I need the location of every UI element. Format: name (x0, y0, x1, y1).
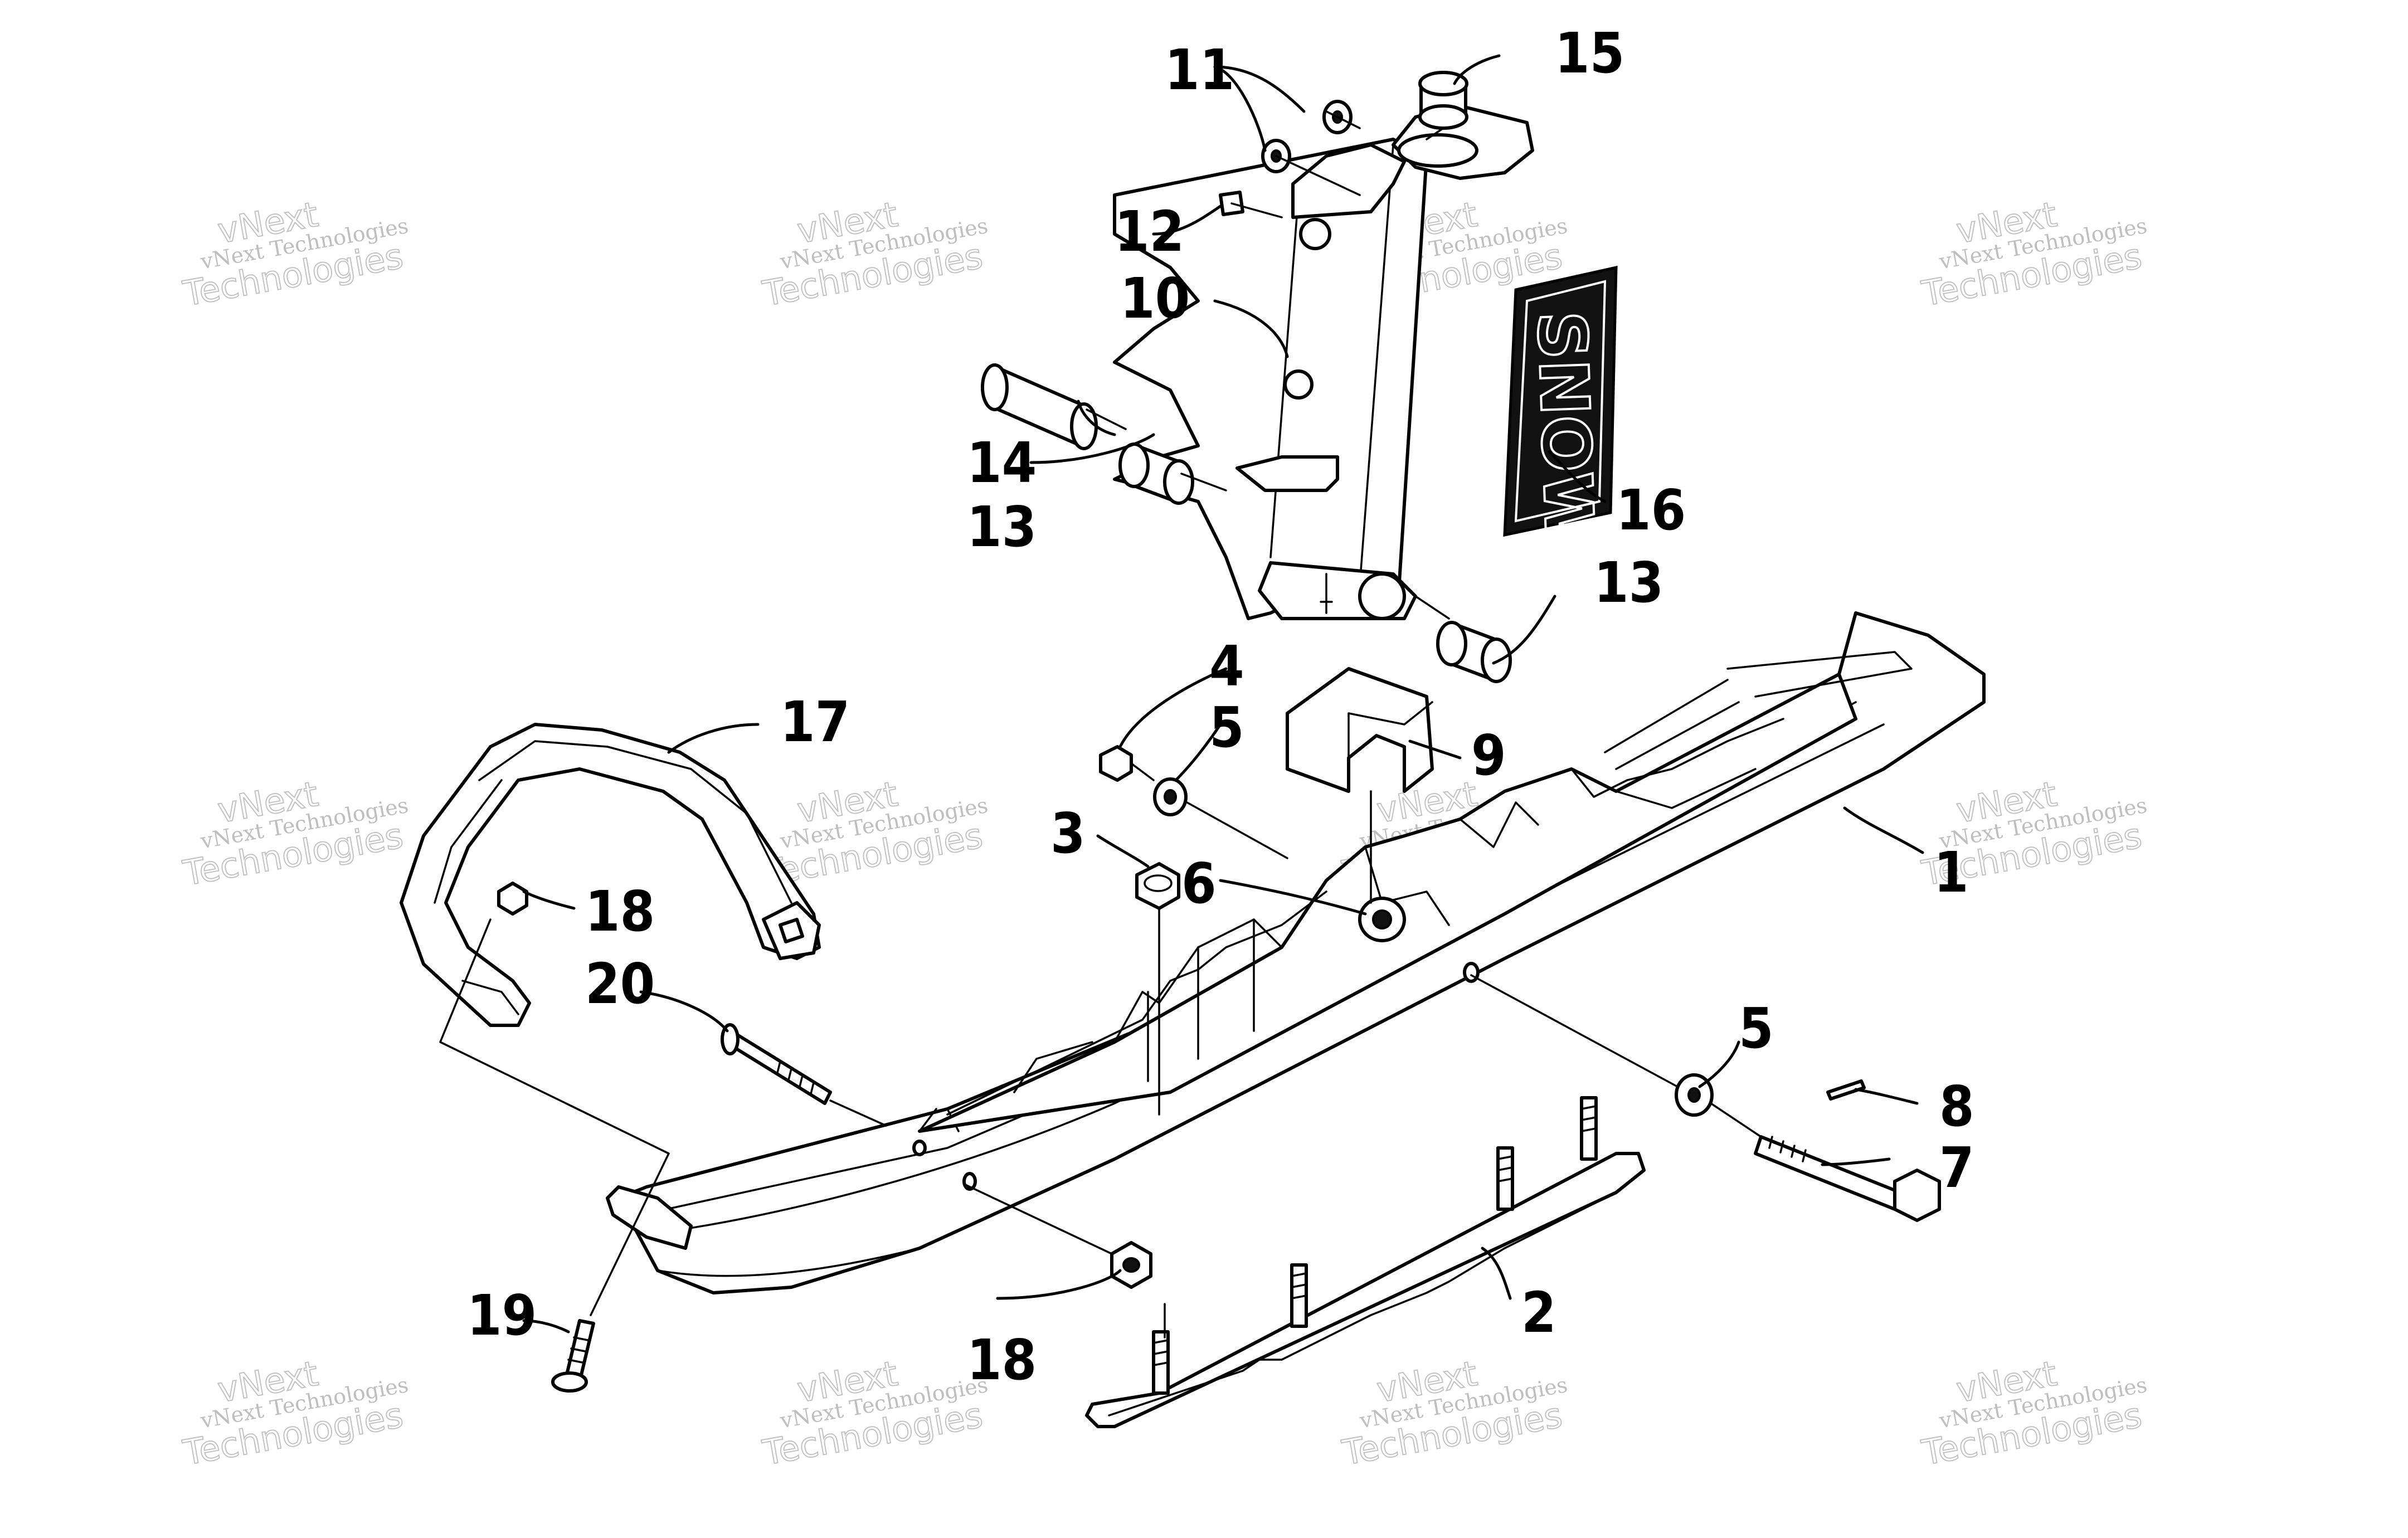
bushing-13-right (1436, 621, 1512, 683)
watermark-4: vNext vNext Technologies Technologies (1918, 193, 2149, 315)
saddle-9 (1286, 667, 1434, 793)
callout-15: 15 (1555, 21, 1624, 86)
watermark-10: vNext vNext Technologies Technologies (759, 1352, 990, 1474)
callout-7: 7 (1939, 1135, 1974, 1200)
spindle-top-bore (1397, 133, 1478, 168)
callout-3: 3 (1050, 801, 1086, 866)
callout-12: 12 (1115, 199, 1184, 264)
callout-17: 17 (780, 689, 850, 755)
callout-4: 4 (1209, 634, 1244, 699)
callout-18-lower: 18 (967, 1327, 1037, 1393)
decal-text: SNOW (1522, 310, 1608, 547)
wear-bar (1085, 1096, 1646, 1428)
decal: SNOW (1503, 265, 1618, 548)
washer-5-upper (1153, 777, 1188, 816)
callout-10: 10 (1120, 266, 1190, 331)
spindle (1113, 104, 1534, 620)
ski-hole (912, 1140, 927, 1156)
callout-18-upper: 18 (585, 879, 655, 944)
bushing-6 (1358, 897, 1406, 942)
callout-13-right: 13 (1594, 550, 1663, 615)
watermark-8: vNext vNext Technologies Technologies (1918, 773, 2149, 894)
bolt-7 (1754, 1135, 1941, 1222)
spindle-bore (1299, 218, 1331, 250)
callout-8: 8 (1939, 1074, 1974, 1139)
callout-11: 11 (1165, 37, 1234, 103)
callout-14: 14 (967, 430, 1037, 495)
callout-19: 19 (467, 1283, 537, 1348)
callout-16: 16 (1616, 478, 1686, 543)
screw-19 (551, 1319, 595, 1393)
watermark-1: vNext vNext Technologies Technologies (179, 193, 410, 315)
bushing-13-left (1118, 442, 1194, 505)
nut-4 (1099, 745, 1133, 782)
callout-20: 20 (585, 951, 655, 1016)
callout-5-upper: 5 (1209, 695, 1244, 760)
bolt-20 (721, 1023, 832, 1105)
watermark-2: vNext vNext Technologies Technologies (759, 193, 990, 315)
nut-18-lower (1110, 1241, 1152, 1289)
spacer-14 (981, 363, 1098, 450)
callout-13-left: 13 (967, 494, 1037, 559)
spindle-bottom-bore (1358, 572, 1406, 620)
leader-lines (439, 54, 1924, 1339)
watermark-12: vNext vNext Technologies Technologies (1918, 1352, 2149, 1474)
watermark-9: vNext vNext Technologies Technologies (179, 1352, 410, 1474)
cap-15 (1418, 71, 1468, 130)
callout-9: 9 (1471, 723, 1506, 788)
watermark-11: vNext vNext Technologies Technologies (1339, 1352, 1569, 1474)
nut-3 (1135, 862, 1180, 910)
callouts: 1 2 3 4 5 5 6 7 8 9 10 11 12 13 13 14 15… (467, 21, 1974, 1393)
spindle-bore (1283, 369, 1314, 400)
callout-5-lower: 5 (1739, 996, 1774, 1061)
cotter-pin-8 (1826, 1079, 1866, 1101)
callout-1: 1 (1934, 840, 1969, 905)
watermark-5: vNext vNext Technologies Technologies (179, 773, 410, 894)
loop-handle (400, 723, 821, 1027)
callout-2: 2 (1521, 1280, 1556, 1345)
nut-18-upper (497, 882, 528, 916)
callout-6: 6 (1181, 851, 1217, 916)
